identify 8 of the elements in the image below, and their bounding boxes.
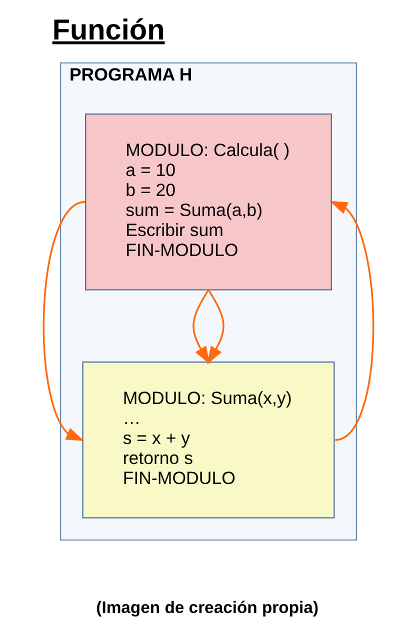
node-box: MODULO: Calcula( ) a = 10 b = 20 sum = Suma(a,b) Escribir sum FIN-MODULO bbox=[84, 114, 332, 290]
arrow bbox=[192, 289, 210, 364]
caption: (Imagen de creación propia) bbox=[96, 598, 318, 617]
arrow bbox=[42, 201, 85, 442]
node-box: MODULO: Suma(x,y) … s = x + y retorno s FIN-MODULO bbox=[82, 362, 334, 518]
arrow bbox=[206, 289, 224, 364]
diagram-title: Función bbox=[52, 14, 164, 46]
arrow bbox=[328, 200, 374, 441]
